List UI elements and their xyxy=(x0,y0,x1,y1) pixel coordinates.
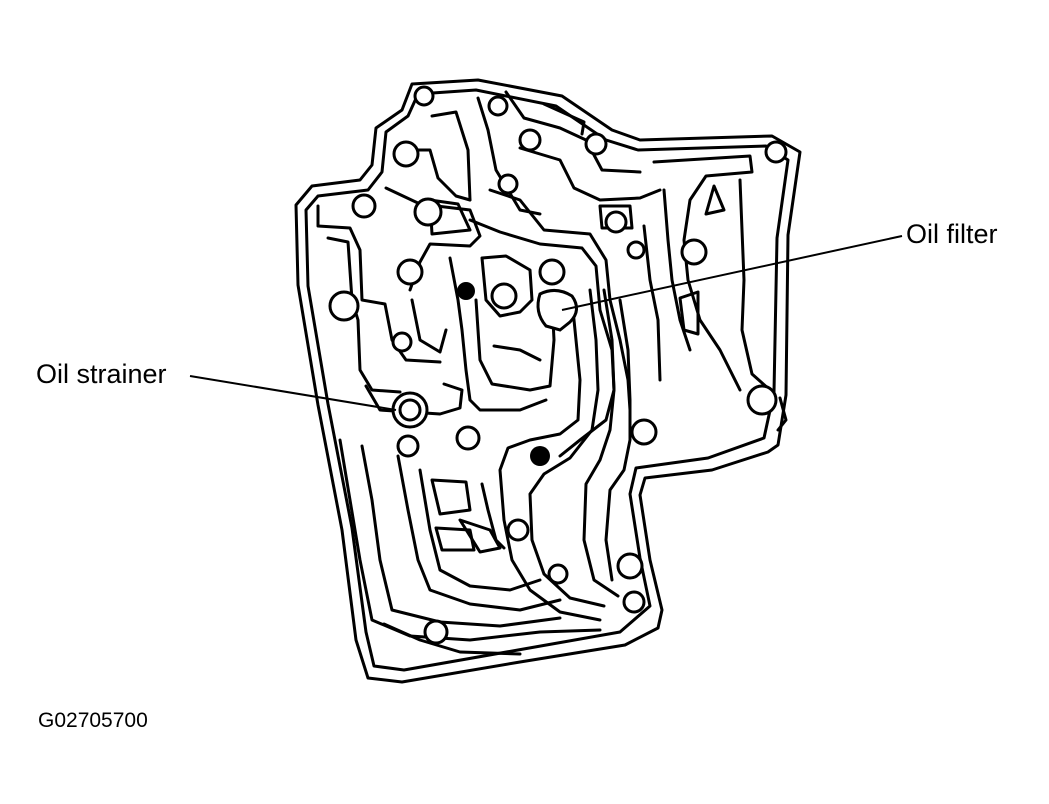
passage xyxy=(430,478,472,516)
bolt-hole xyxy=(506,518,530,542)
bolt-hole xyxy=(547,563,569,585)
passage xyxy=(604,298,632,582)
bolt-hole xyxy=(392,140,420,168)
bolt-hole xyxy=(626,240,646,260)
bolt-hole xyxy=(391,331,413,353)
passage xyxy=(338,438,602,642)
oil-filter-leader-line xyxy=(561,235,903,311)
figure-id: G02705700 xyxy=(38,709,148,732)
passage xyxy=(418,468,542,592)
oil-filter-pocket xyxy=(536,289,578,332)
passage xyxy=(776,396,788,432)
passage xyxy=(326,236,402,394)
bolt-hole xyxy=(680,238,708,266)
passage xyxy=(396,454,562,612)
passage xyxy=(598,204,634,230)
passage xyxy=(488,188,632,412)
bolt-hole xyxy=(584,132,608,156)
oil-strainer-ring-inner xyxy=(398,398,422,422)
passage xyxy=(498,298,602,622)
passage xyxy=(468,218,616,458)
oil-filter-label: Oil filter xyxy=(906,219,998,249)
passage xyxy=(396,148,472,202)
passage xyxy=(704,184,726,216)
bolt-hole xyxy=(396,258,424,286)
passage xyxy=(316,204,442,364)
bolt-hole xyxy=(328,290,360,322)
bolt-hole xyxy=(351,193,377,219)
passage xyxy=(678,290,700,336)
bolt-hole xyxy=(490,282,518,310)
passage xyxy=(652,154,754,392)
passage xyxy=(542,102,586,136)
oil-strainer-leader-line xyxy=(189,375,397,411)
passage xyxy=(738,178,772,392)
passage xyxy=(582,288,620,598)
passage xyxy=(458,518,502,554)
passage xyxy=(476,96,542,216)
bolt-hole xyxy=(622,590,646,614)
passage xyxy=(434,526,476,552)
bolt-hole xyxy=(630,418,658,446)
passage xyxy=(492,344,542,362)
bolt-hole xyxy=(746,384,778,416)
bolt-hole xyxy=(518,128,542,152)
bolt-hole xyxy=(413,197,443,227)
passage xyxy=(474,298,556,392)
oil-strainer-label: Oil strainer xyxy=(36,359,167,389)
bolt-hole xyxy=(396,434,420,458)
check-ball xyxy=(457,282,475,300)
passage xyxy=(382,622,522,656)
plate-inner-edge xyxy=(304,88,790,672)
bolt-hole xyxy=(604,210,628,234)
bolt-hole xyxy=(455,425,481,451)
bolt-hole xyxy=(487,95,509,117)
passage xyxy=(448,256,548,412)
passage xyxy=(642,224,662,382)
passage xyxy=(430,110,472,202)
passage xyxy=(480,254,534,318)
passage xyxy=(360,444,562,628)
bolt-hole xyxy=(616,552,644,580)
check-ball xyxy=(530,446,550,466)
bolt-hole xyxy=(538,258,566,286)
plate-outline xyxy=(294,78,802,684)
bolt-hole xyxy=(764,140,788,164)
bolt-hole xyxy=(423,619,449,645)
passage xyxy=(504,90,642,174)
passage xyxy=(480,482,506,550)
bolt-hole xyxy=(413,85,435,107)
passage xyxy=(518,146,662,202)
passage xyxy=(410,298,448,354)
bolt-hole xyxy=(497,173,519,195)
